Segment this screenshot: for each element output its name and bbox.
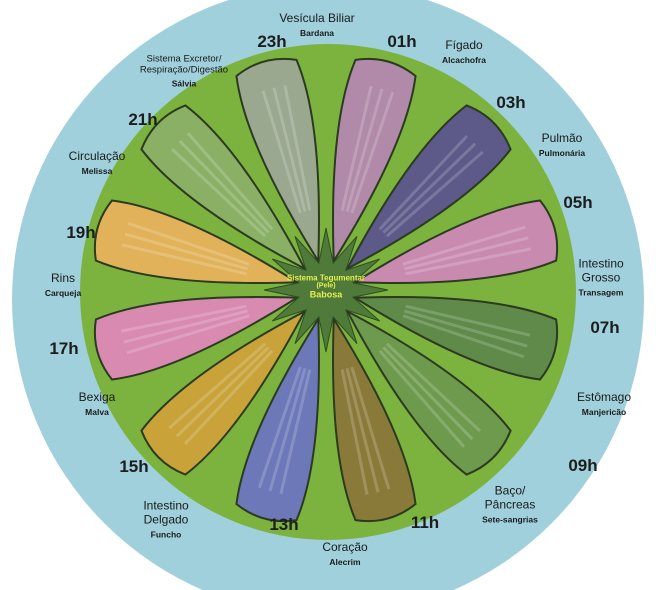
herb-name: Melissa [69, 167, 126, 177]
hour-label-07h: 07h [590, 318, 619, 338]
herb-name: Alcachofra [442, 56, 486, 66]
organ-name: Estômago [577, 390, 631, 404]
label-sistema-excretor: Sistema Excretor/ Respiração/Digestão Sá… [132, 54, 236, 89]
center-organ: Sistema Tegumentar [287, 274, 365, 282]
label-pulmao: Pulmão Pulmonária [539, 129, 585, 159]
label-vesicula-biliar: Vesícula Biliar Bardana [279, 9, 354, 39]
center-label: Sistema Tegumentar (Pele) Babosa [287, 274, 365, 299]
hour-label-11h: 11h [411, 513, 439, 533]
organ-name: Rins [51, 271, 75, 285]
herb-name: Malva [79, 408, 116, 418]
herb-name: Carqueja [45, 289, 81, 299]
label-estomago: Estômago Manjericão [577, 388, 631, 418]
organ-name: Pulmão [542, 131, 583, 145]
organ-name: Baço/ Pâncreas [478, 485, 542, 513]
organ-name: Bexiga [79, 390, 116, 404]
hour-label-01h: 01h [387, 32, 416, 52]
herb-name: Sálvia [132, 80, 236, 90]
label-circulacao: Circulação Melissa [69, 147, 126, 177]
organ-name: Coração [322, 540, 367, 554]
hour-label-17h: 17h [49, 339, 78, 359]
herb-name: Pulmonária [539, 149, 585, 159]
hour-label-15h: 15h [119, 457, 148, 477]
label-intestino-delgado: Intestino Delgado Funcho [133, 500, 199, 541]
label-bexiga: Bexiga Malva [79, 388, 116, 418]
organ-name: Intestino Delgado [133, 500, 199, 528]
label-figado: Fígado Alcachofra [442, 36, 486, 66]
hour-label-19h: 19h [66, 223, 95, 243]
herb-name: Sete-sangrias [478, 516, 542, 526]
hour-label-13h: 13h [269, 515, 298, 535]
organ-name: Fígado [445, 38, 482, 52]
hour-label-21h: 21h [128, 110, 157, 130]
label-intestino-grosso: Intestino Grosso Transagem [570, 258, 632, 299]
herb-name: Bardana [279, 29, 354, 39]
organ-name: Vesícula Biliar [279, 11, 354, 25]
herb-name: Transagem [570, 289, 632, 299]
herb-name: Alecrim [322, 558, 367, 568]
center-herb: Babosa [287, 290, 365, 299]
label-rins: Rins Carqueja [45, 269, 81, 299]
herb-name: Funcho [133, 531, 199, 541]
hour-label-05h: 05h [563, 193, 592, 213]
organ-name: Intestino Grosso [570, 258, 632, 286]
organ-name: Sistema Excretor/ Respiração/Digestão [132, 54, 236, 76]
hour-label-09h: 09h [568, 456, 597, 476]
herb-name: Manjericão [577, 408, 631, 418]
label-coracao: Coração Alecrim [322, 538, 367, 568]
hour-label-03h: 03h [496, 93, 525, 113]
organ-name: Circulação [69, 149, 126, 163]
label-baco-pancreas: Baço/ Pâncreas Sete-sangrias [478, 485, 542, 526]
